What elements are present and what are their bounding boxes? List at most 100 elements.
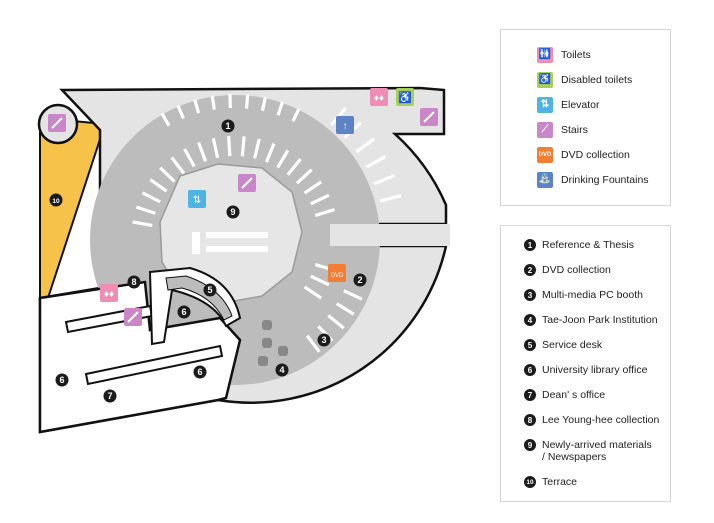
toilets-icon: ♦♦ bbox=[100, 284, 118, 302]
svg-text:♦♦: ♦♦ bbox=[374, 93, 384, 104]
stairs-icon: ⟋ bbox=[537, 121, 553, 138]
shelf bbox=[335, 302, 355, 316]
news-table bbox=[206, 232, 268, 238]
map-marker-m5: 5 bbox=[203, 283, 217, 297]
number-badge: 3 bbox=[524, 289, 536, 301]
number-badge: 7 bbox=[524, 389, 536, 401]
map-marker-m6b: 6 bbox=[55, 373, 69, 387]
shelf bbox=[276, 149, 290, 169]
shelf bbox=[305, 334, 321, 353]
legend-item: ⇅Elevator bbox=[537, 92, 670, 117]
shelf bbox=[210, 95, 216, 110]
shelf bbox=[276, 101, 285, 116]
pc-booth bbox=[258, 356, 268, 366]
map-marker-m6a: 6 bbox=[177, 305, 191, 319]
office-corridor bbox=[84, 344, 224, 386]
legend-item: DVD DVD collection bbox=[537, 142, 670, 167]
shelf bbox=[176, 104, 185, 120]
stairs-icon bbox=[238, 174, 256, 192]
legend-number-label: University library office bbox=[542, 364, 648, 376]
service-desk-counter bbox=[165, 275, 233, 321]
number-badge: 2 bbox=[524, 264, 536, 276]
svg-text:10: 10 bbox=[52, 198, 60, 205]
legend-label: Drinking Fountains bbox=[561, 173, 649, 186]
toilets-icon: 🚻 bbox=[537, 46, 553, 63]
map-marker-m6c: 6 bbox=[193, 365, 207, 379]
pc-booth bbox=[262, 320, 272, 330]
fountain-icon: ↑ bbox=[336, 116, 354, 134]
legend-number-label: Tae-Joon Park Institution bbox=[542, 314, 658, 326]
shelf bbox=[314, 208, 335, 217]
shelf bbox=[193, 99, 201, 114]
legend-number-label: Multi-media PC booth bbox=[542, 289, 643, 301]
legend-number-item: 7 Dean' s office bbox=[524, 389, 670, 414]
shelf bbox=[240, 136, 246, 157]
legend-number-item: 5 Service desk bbox=[524, 339, 670, 364]
shelf bbox=[227, 136, 232, 157]
number-badge: 1 bbox=[524, 239, 536, 251]
shelf bbox=[149, 178, 168, 193]
icon-legend: 🚻 Toilets ♿Disabled toilets⇅Elevator ⟋ Stair… bbox=[500, 29, 671, 206]
map-marker-m3: 3 bbox=[317, 333, 331, 347]
shelf bbox=[303, 285, 323, 300]
dvd-icon: DVD bbox=[537, 146, 553, 163]
legend-number-label: Lee Young-hee collection bbox=[542, 414, 660, 426]
shelf bbox=[379, 193, 402, 203]
legend-label: DVD collection bbox=[561, 148, 630, 161]
map-marker-m10: 10 bbox=[49, 193, 63, 207]
legend-number-item: 2 DVD collection bbox=[524, 264, 670, 289]
svg-text:6: 6 bbox=[197, 367, 202, 377]
toilets-icon: ♦♦ bbox=[370, 88, 388, 106]
shelf bbox=[310, 274, 330, 287]
shelf bbox=[253, 138, 261, 159]
shelf bbox=[343, 289, 363, 301]
shelf bbox=[327, 314, 345, 330]
pc-booth bbox=[262, 338, 272, 348]
legend-label: Stairs bbox=[561, 123, 588, 136]
shelf bbox=[286, 158, 302, 176]
svg-text:9: 9 bbox=[230, 207, 235, 217]
shelf bbox=[295, 168, 313, 185]
dvd-icon: DVD bbox=[328, 264, 346, 282]
legend-number-label: Service desk bbox=[542, 339, 603, 351]
shelf bbox=[135, 205, 156, 215]
svg-text:4: 4 bbox=[279, 365, 284, 375]
legend-item: ⟋ Stairs bbox=[537, 117, 670, 142]
map-marker-m2: 2 bbox=[353, 273, 367, 287]
svg-text:DVD: DVD bbox=[331, 273, 344, 279]
map-marker-m4: 4 bbox=[275, 363, 289, 377]
svg-text:3: 3 bbox=[321, 335, 326, 345]
shelf bbox=[132, 220, 153, 227]
map-marker-m1: 1 bbox=[221, 119, 235, 133]
svg-text:8: 8 bbox=[131, 277, 136, 287]
fountain-icon: ⛲ bbox=[537, 171, 553, 188]
legend-number-label: Dean' s office bbox=[542, 389, 606, 401]
shelf bbox=[365, 155, 387, 169]
svg-text:1: 1 bbox=[225, 121, 230, 131]
shelf bbox=[141, 191, 161, 204]
legend-number-item: 3 Multi-media PC booth bbox=[524, 289, 670, 314]
legend-item: 🚻 Toilets bbox=[537, 42, 670, 67]
shelf bbox=[303, 180, 323, 195]
svg-text:6: 6 bbox=[181, 307, 186, 317]
stairs-icon bbox=[48, 114, 66, 132]
stairs-icon bbox=[124, 308, 142, 326]
number-badge: 10 bbox=[524, 476, 536, 488]
map-marker-m7: 7 bbox=[103, 389, 117, 403]
svg-text:5: 5 bbox=[207, 285, 212, 295]
shelf bbox=[197, 142, 208, 162]
shelf bbox=[355, 137, 376, 154]
legend-item: ♿Disabled toilets bbox=[537, 67, 670, 92]
legend-number-label: DVD collection bbox=[542, 264, 611, 276]
shelf bbox=[260, 96, 267, 112]
number-badge: 5 bbox=[524, 339, 536, 351]
legend-label: Toilets bbox=[561, 48, 591, 61]
wheelchair-icon: ♿ bbox=[396, 88, 414, 106]
shelf bbox=[159, 166, 176, 183]
shelf bbox=[160, 112, 171, 127]
